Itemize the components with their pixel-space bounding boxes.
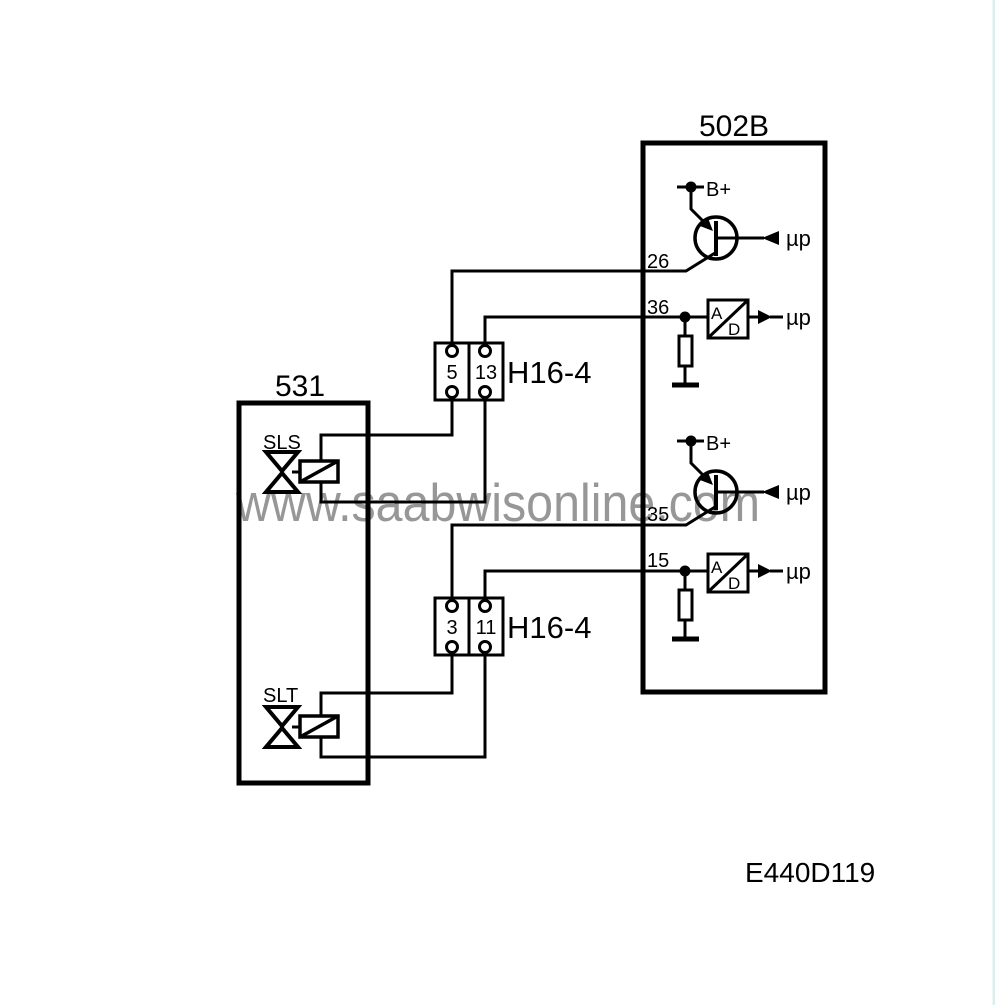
valve-unit-box-label: 531 [275, 370, 325, 403]
slt-label: SLT [263, 685, 298, 707]
adc2-a-label: A [711, 558, 723, 577]
slt-coil-icon [298, 714, 340, 739]
wire-slt-bottom-path [319, 652, 487, 759]
connector1-pin13-top-hole [478, 344, 492, 358]
valve-unit-box-outline [236, 400, 371, 786]
transistor1-arrow-icon [700, 218, 713, 231]
adc1-box [706, 298, 750, 340]
connector-block-2: 3 11 H16-4 [433, 596, 591, 657]
wire-slt-top-path [319, 652, 454, 716]
sls-label: SLS [263, 432, 301, 454]
uP-label-3: µp [786, 480, 811, 505]
ecu-transistor-channel-2: B+ µp [677, 433, 811, 515]
connector2-pin3-top-hole [445, 599, 459, 613]
ecu-box-label: 502B [699, 110, 769, 143]
uP-label-2: µp [786, 305, 811, 330]
resistor1-icon [677, 334, 694, 368]
connector2-pin-right-label: 11 [476, 617, 497, 639]
slt-valve: SLT [261, 685, 340, 749]
wire-sls-top-path [319, 398, 454, 461]
uP-label-4: µp [786, 559, 811, 584]
ecu-box-outline [640, 140, 828, 695]
transistor2-uP-arrow-icon [762, 485, 779, 499]
resistor2-icon [677, 588, 694, 622]
ecu-pin35-label: 35 [647, 504, 669, 526]
adc1-uP-arrow-icon [758, 310, 772, 324]
slt-valve-icon-lower [261, 724, 303, 749]
ecu-pin36-label: 36 [647, 297, 669, 319]
valve-unit-box: 531 [236, 370, 371, 786]
connector1-pin5-bottom-hole [445, 385, 459, 399]
adc2-uP-arrow-icon [758, 564, 772, 578]
transistor2-base-branch [689, 441, 706, 478]
connector2-pin-left-label: 3 [446, 617, 457, 639]
bplus1-label: B+ [706, 179, 731, 201]
wire-36-path [483, 315, 708, 345]
sls-valve-icon-lower [261, 469, 303, 494]
page-edge-line [992, 0, 995, 1005]
wire-sls-bottom-path [319, 398, 487, 504]
transistor1-base-branch [689, 187, 706, 224]
uP-label-1: µp [786, 226, 811, 251]
figure-id-label: E440D119 [745, 857, 875, 888]
bplus2-label: B+ [706, 433, 731, 455]
connector2-pin3-bottom-hole [445, 640, 459, 654]
sls-coil-icon [298, 459, 340, 484]
wiring [319, 251, 716, 759]
connector2-pin11-bottom-hole [478, 640, 492, 654]
transistor2-arrow-icon [700, 472, 713, 485]
connector1-pin5-top-hole [445, 344, 459, 358]
wire-15-path [483, 569, 708, 600]
sls-valve-icon [261, 450, 303, 475]
sls-coil-diagonal [299, 459, 339, 484]
adc2-diagonal [706, 552, 750, 594]
slt-coil-diagonal [299, 714, 339, 739]
wire-35-path [450, 505, 716, 600]
sls-valve: SLS [261, 432, 340, 494]
adc2-d-label: D [728, 574, 740, 593]
connector2-label: H16-4 [507, 610, 591, 645]
ecu-pin-labels: 26 36 35 15 [647, 251, 669, 572]
connector1-pin-left-label: 5 [446, 362, 457, 384]
adc1-a-label: A [711, 304, 723, 323]
ecu-box: 502B [640, 110, 828, 695]
ecu-pin26-label: 26 [647, 251, 669, 273]
connector2-pin11-top-hole [478, 599, 492, 613]
connector-block-1: 5 13 H16-4 [433, 341, 591, 402]
wire-26-path [450, 251, 716, 345]
adc1-diagonal [706, 298, 750, 340]
adc1-d-label: D [728, 320, 740, 339]
slt-valve-icon [261, 705, 303, 730]
ecu-adc-channel-2: A D µp [672, 552, 811, 642]
connector1-pin-right-label: 13 [475, 362, 497, 384]
ecu-pin15-label: 15 [647, 550, 669, 572]
connector1-pin13-bottom-hole [478, 385, 492, 399]
ecu-transistor-channel-1: B+ µp [677, 179, 811, 261]
connector1-label: H16-4 [507, 355, 591, 390]
transistor1-uP-arrow-icon [762, 231, 779, 245]
ecu-adc-channel-1: A D µp [672, 298, 811, 388]
adc2-box [706, 552, 750, 594]
